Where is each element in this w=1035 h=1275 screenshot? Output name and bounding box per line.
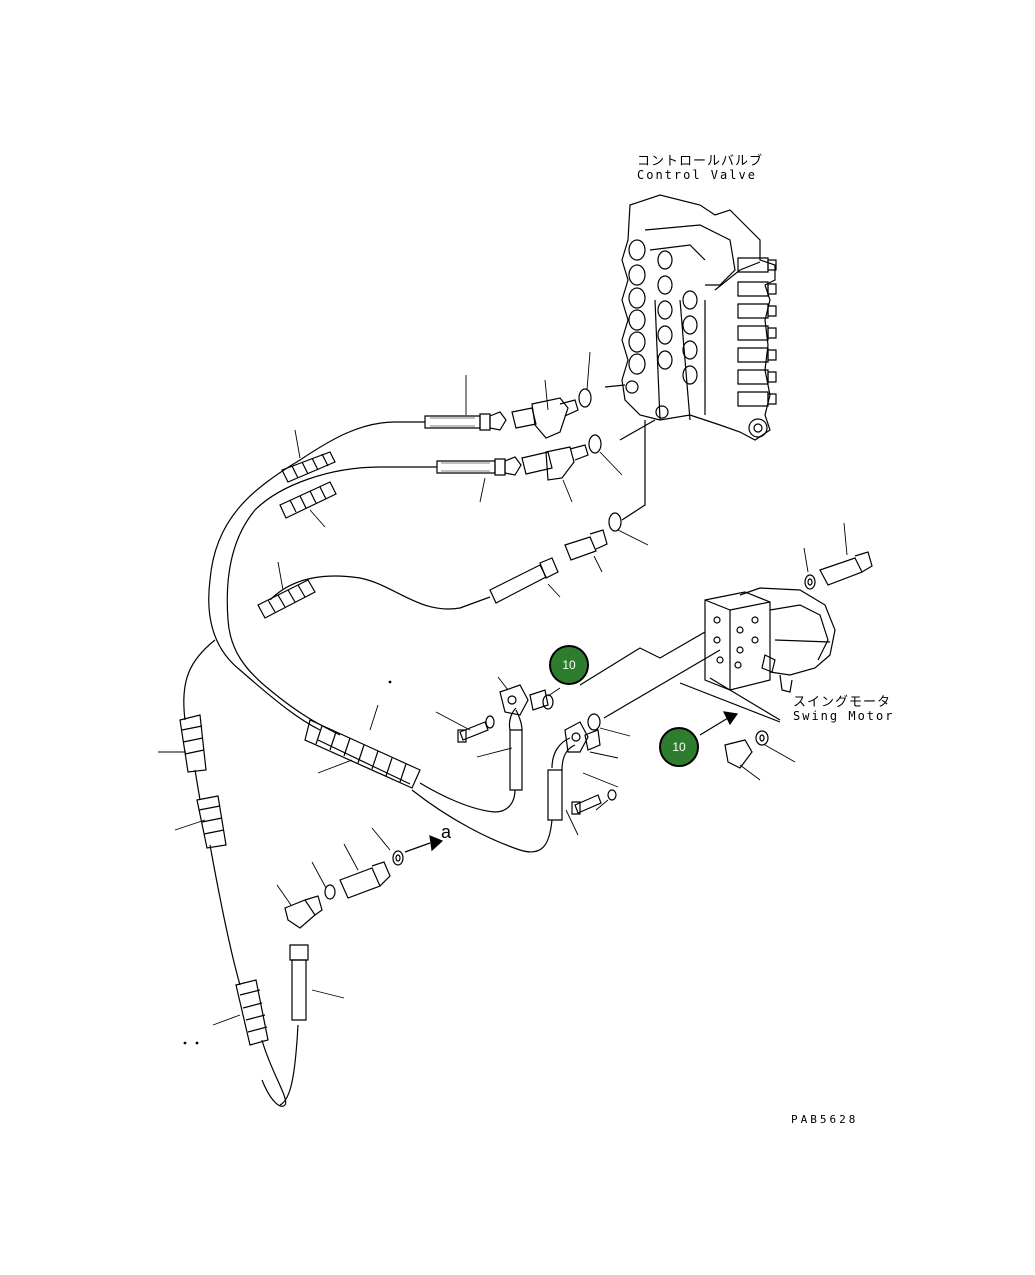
elbows-and-adapters bbox=[285, 398, 872, 928]
drawing-number: PAB5628 bbox=[791, 1113, 859, 1126]
marker-dot-2 bbox=[184, 1042, 186, 1044]
swing-motor-label-en: Swing Motor bbox=[793, 709, 895, 723]
control-valve-label-jp: コントロールバルブ bbox=[637, 154, 764, 169]
marker-dot bbox=[389, 681, 391, 683]
spiral-guard-3 bbox=[258, 580, 315, 618]
spiral-guard-4 bbox=[305, 720, 420, 788]
spiral-guard-1 bbox=[282, 452, 335, 482]
arrow-to-swing-motor bbox=[700, 712, 737, 735]
valve-fittings-right bbox=[738, 258, 776, 437]
hose-lines bbox=[184, 385, 780, 1106]
control-valve bbox=[622, 195, 776, 440]
marker-dot-3 bbox=[196, 1042, 198, 1044]
spiral-guard-2 bbox=[280, 482, 336, 518]
spiral-guard-6 bbox=[197, 796, 226, 848]
valve-spool-ports-left bbox=[629, 240, 697, 384]
spiral-guard-7 bbox=[236, 980, 268, 1045]
control-valve-label-en: Control Valve bbox=[637, 168, 757, 182]
swing-motor bbox=[705, 588, 835, 692]
arrow-a-label: a bbox=[441, 822, 452, 842]
leader-lines bbox=[158, 352, 847, 1025]
spiral-guard-5 bbox=[180, 715, 206, 772]
callout-badge-10-upper[interactable]: 10 bbox=[549, 645, 589, 685]
o-rings bbox=[325, 389, 815, 899]
callout-badge-10-lower[interactable]: 10 bbox=[659, 727, 699, 767]
flanges-and-bolts bbox=[458, 685, 601, 814]
hose-fittings bbox=[290, 412, 575, 1020]
swing-motor-label-jp: スイングモータ bbox=[793, 695, 892, 710]
hose-protectors bbox=[180, 452, 420, 1045]
arrow-to-a bbox=[405, 836, 442, 852]
